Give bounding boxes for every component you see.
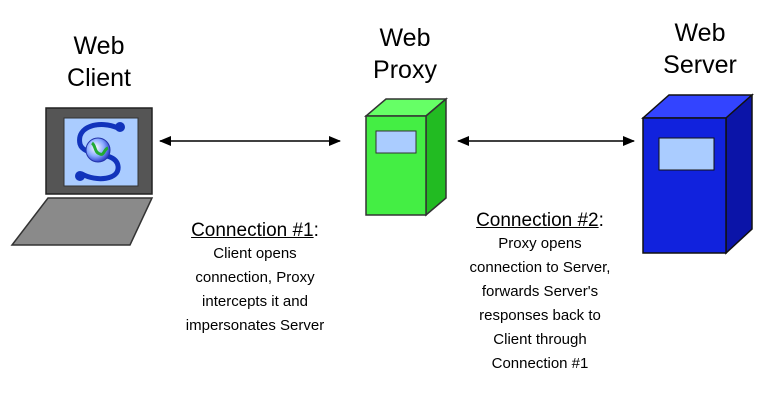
connection-1-line: connection, Proxy [195, 269, 315, 286]
server-title-line2: Server [663, 51, 737, 79]
server-side [725, 93, 753, 255]
laptop-icon [10, 107, 154, 246]
connection-2-line: Proxy opens [498, 235, 582, 252]
connection-2-description: Connection #2: Proxy opens connection to… [440, 210, 640, 376]
connection-1-heading: Connection #1: [191, 220, 319, 241]
browser-logo-icon [75, 122, 125, 182]
connection-2-line: responses back to [479, 307, 601, 324]
proxy-title: Web Proxy [350, 22, 460, 86]
server-title: Web Server [640, 17, 760, 81]
server-panel [658, 137, 715, 171]
proxy-panel [375, 130, 417, 154]
proxy-title-line2: Proxy [373, 56, 437, 84]
connection-2-line: connection to Server, [469, 259, 611, 276]
connection-1-line: Client opens [213, 245, 297, 262]
client-title-line2: Client [67, 64, 131, 92]
connection-2-line: Client through [493, 331, 587, 348]
connection-2-line: forwards Server's [481, 283, 599, 300]
client-title-line1: Web [73, 32, 125, 60]
web-server-icon [641, 93, 754, 255]
proxy-server-icon [363, 97, 449, 217]
connection-2-heading: Connection #2: [476, 210, 604, 231]
client-title: Web Client [44, 30, 154, 94]
laptop-keyboard [10, 197, 154, 246]
proxy-title-line1: Web [379, 24, 431, 52]
proxy-side [425, 97, 447, 217]
connection-1-line: intercepts it and [202, 293, 308, 310]
connection-2-line: Connection #1 [491, 355, 589, 372]
server-title-line1: Web [674, 19, 726, 47]
connection-1-description: Connection #1: Client opens connection, … [160, 220, 350, 338]
connection-1-line: impersonates Server [185, 317, 325, 334]
